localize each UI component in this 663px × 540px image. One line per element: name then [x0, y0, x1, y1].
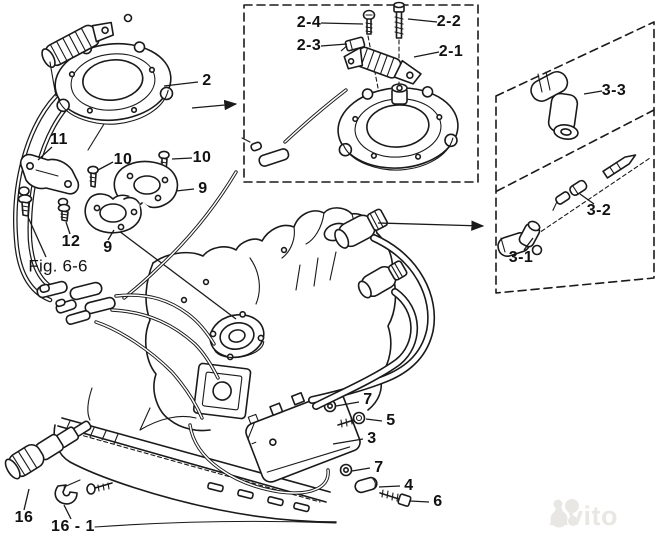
callout-4: 4: [404, 477, 414, 494]
bracket-11: [19, 153, 80, 195]
callout-9b: 9: [103, 239, 113, 256]
terminal-3-2: [552, 179, 588, 211]
callout-16: 16: [14, 509, 34, 526]
avito-watermark: Avito: [549, 496, 661, 536]
screw-5: [337, 411, 366, 428]
clip-2-3: [340, 36, 366, 52]
callout-2-3: 2-3: [296, 37, 322, 54]
callout-11: 11: [50, 131, 68, 148]
callout-3: 3: [367, 430, 377, 447]
plug-cap-3-1: [497, 220, 543, 257]
callout-16-1: 16 - 1: [51, 518, 95, 535]
retainer-plate-9b: [84, 192, 142, 234]
stator-assembly-2: [41, 13, 174, 151]
arrow-to-box-2: [191, 99, 238, 111]
callout-9a: 9: [198, 180, 208, 197]
callout-10b: 10: [192, 149, 212, 166]
coil-2-1: [343, 46, 422, 85]
screw-10-left: [87, 165, 99, 188]
callout-3-2: 3-2: [586, 202, 612, 219]
callout-3-1: 3-1: [508, 249, 534, 266]
leader-lines: [23, 18, 603, 520]
screw-12: [57, 197, 71, 222]
callout-2-4: 2-4: [296, 14, 322, 31]
avito-logo-icon: [550, 499, 579, 528]
spark-plug-cables: [308, 208, 435, 410]
callout-7a: 7: [363, 391, 373, 408]
stator-wiring: [13, 93, 238, 420]
callout-10a: 10: [113, 151, 133, 168]
screw-2-4: [362, 9, 376, 35]
bolt-fig66: [17, 186, 33, 217]
grommet-7-bottom: [339, 463, 353, 477]
callout-2-2: 2-2: [436, 13, 462, 30]
callout-3-3: 3-3: [601, 82, 627, 99]
clamp-16-1: [54, 479, 113, 505]
detail-box-2: [241, 1, 479, 183]
wire-tip-3-2: [602, 154, 637, 179]
spark-plug-16: [4, 407, 151, 480]
detail-box-3: [495, 21, 655, 294]
ignition-coil-3: [188, 391, 361, 495]
callout-5: 5: [386, 412, 396, 429]
arrow-to-box-3: [377, 220, 485, 231]
screw-6: [379, 489, 412, 507]
figure-reference: Fig. 6-6: [28, 256, 88, 276]
bushing-4: [354, 476, 378, 494]
screw-2-2: [393, 1, 405, 39]
callout-2-1: 2-1: [438, 43, 464, 60]
engine-block: [118, 207, 397, 432]
callout-2: 2: [202, 72, 212, 89]
callout-7b: 7: [374, 459, 384, 476]
callout-6: 6: [433, 493, 443, 510]
callout-12: 12: [61, 233, 81, 250]
crankshaft-boss: [209, 310, 265, 361]
plug-cap-3-3: [530, 70, 579, 140]
